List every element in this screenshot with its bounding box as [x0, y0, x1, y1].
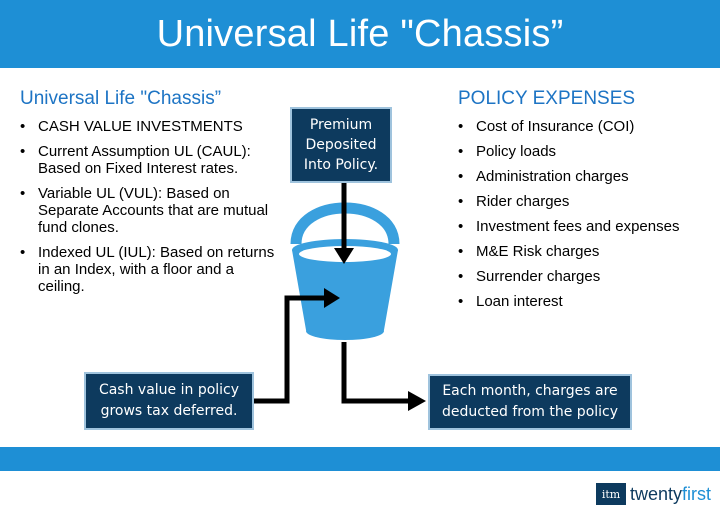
list-item: Loan interest: [458, 293, 720, 310]
list-item: CASH VALUE INVESTMENTS: [20, 118, 280, 135]
right-heading: POLICY EXPENSES: [458, 88, 636, 109]
itm-logo: itm: [596, 483, 626, 505]
list-item: Policy loads: [458, 143, 720, 160]
premium-label: Premium Deposited Into Policy.: [303, 117, 379, 173]
logo-word-light: twenty: [630, 484, 683, 504]
premium-arrow: [334, 183, 354, 264]
list-item: Variable UL (VUL): Based on Separate Acc…: [20, 185, 280, 236]
slide-title: Universal Life "Chassis”: [156, 12, 564, 55]
left-heading: Universal Life "Chassis”: [20, 88, 222, 109]
logo-word-bold: first: [682, 484, 712, 504]
bottom-bar: [0, 447, 720, 471]
list-item: M&E Risk charges: [458, 243, 720, 260]
charges-label: Each month, charges are deducted from th…: [441, 383, 619, 420]
charges-box: Each month, charges are deducted from th…: [428, 374, 632, 430]
title-bar: Universal Life "Chassis”: [0, 0, 720, 68]
list-item: Administration charges: [458, 168, 720, 185]
cash-value-arrow: [254, 288, 340, 404]
right-column: POLICY EXPENSES Cost of Insurance (COI) …: [458, 88, 720, 318]
list-item: Current Assumption UL (CAUL): Based on F…: [20, 143, 280, 177]
charges-arrow: [341, 342, 426, 411]
list-item: Investment fees and expenses: [458, 218, 720, 235]
twentyfirst-logo: twentyfirst: [630, 483, 711, 505]
list-item: Cost of Insurance (COI): [458, 118, 720, 135]
left-bullet-list: CASH VALUE INVESTMENTS Current Assumptio…: [20, 118, 280, 295]
list-item: Rider charges: [458, 193, 720, 210]
list-item: Surrender charges: [458, 268, 720, 285]
cash-value-label: Cash value in policy grows tax deferred.: [98, 382, 240, 419]
left-column: Universal Life "Chassis” CASH VALUE INVE…: [20, 88, 280, 303]
list-item: Indexed UL (IUL): Based on returns in an…: [20, 244, 280, 295]
premium-box: Premium Deposited Into Policy.: [290, 107, 392, 183]
right-bullet-list: Cost of Insurance (COI) Policy loads Adm…: [458, 118, 720, 310]
cash-value-box: Cash value in policy grows tax deferred.: [84, 372, 254, 430]
